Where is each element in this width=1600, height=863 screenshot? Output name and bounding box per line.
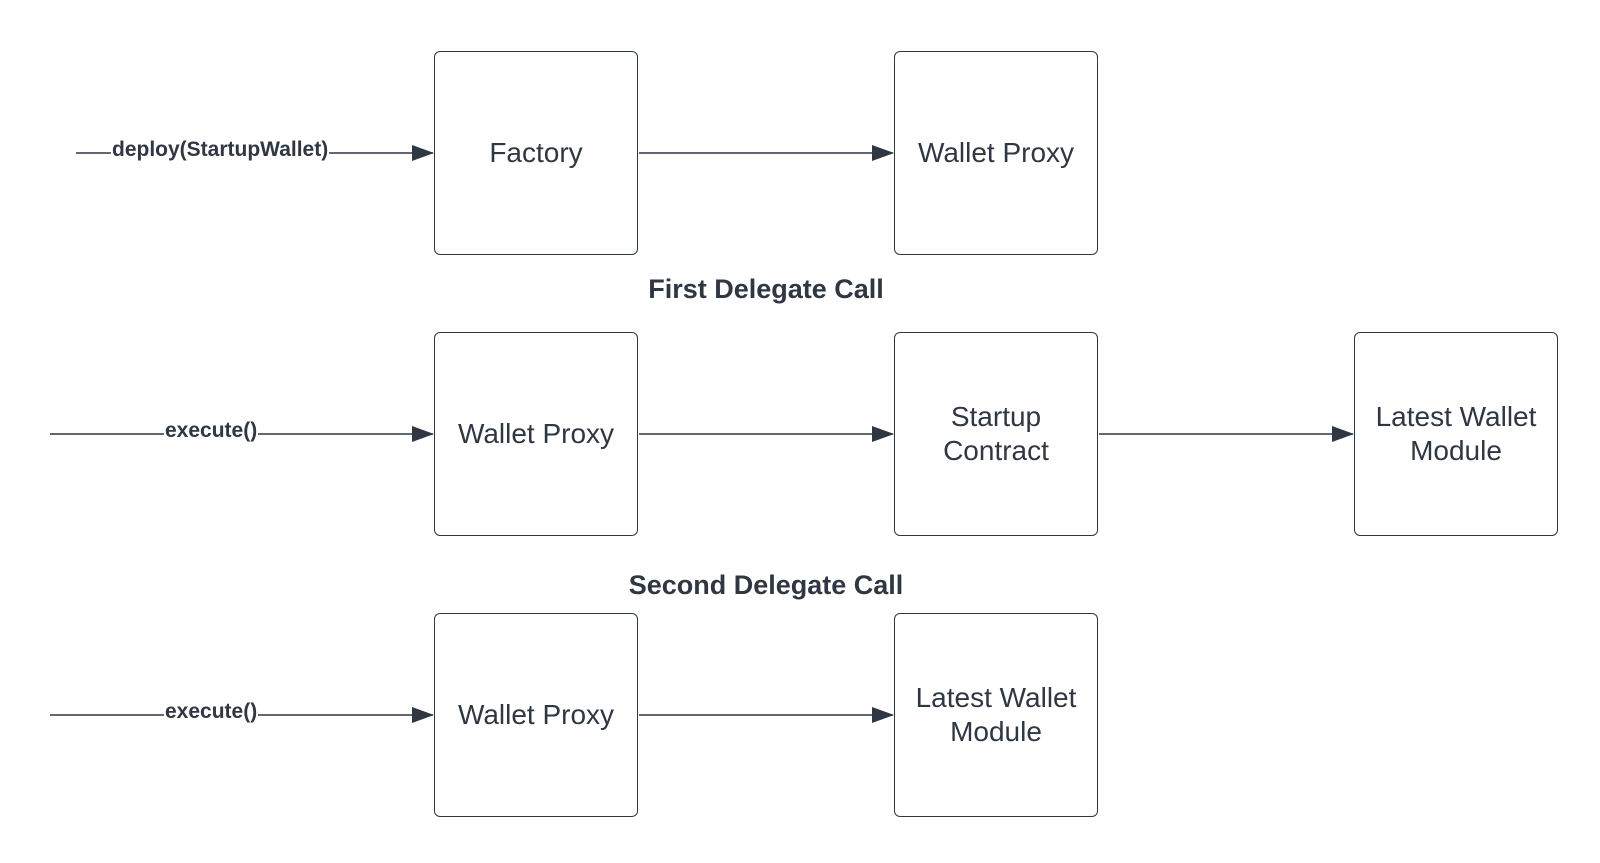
execute-edge-label-row3: execute() [164, 700, 259, 724]
wallet-proxy-box-label: Wallet Proxy [457, 699, 615, 730]
latest-wallet-module-box-label: Latest Wallet Module [915, 682, 1077, 747]
wallet-proxy-box-label: Wallet Proxy [457, 418, 615, 449]
first-delegate-call-heading: First Delegate Call [648, 274, 884, 304]
latest-wallet-module-box-label: Latest Wallet Module [1375, 401, 1537, 466]
deploy-edge-label: deploy(StartupWallet) [111, 138, 330, 162]
factory-box: Factory [434, 51, 638, 255]
wallet-proxy-box-label: Wallet Proxy [917, 137, 1075, 168]
wallet-proxy-box-row1: Wallet Proxy [894, 51, 1098, 255]
second-delegate-call-heading: Second Delegate Call [628, 570, 904, 600]
startup-contract-box: Startup Contract [894, 332, 1098, 536]
wallet-proxy-box-row2: Wallet Proxy [434, 332, 638, 536]
factory-box-label: Factory [489, 137, 583, 168]
startup-contract-box-label: Startup Contract [943, 401, 1049, 466]
execute-edge-label-row2: execute() [164, 419, 259, 443]
latest-wallet-module-box-row2: Latest Wallet Module [1354, 332, 1558, 536]
wallet-proxy-box-row3: Wallet Proxy [434, 613, 638, 817]
latest-wallet-module-box-row3: Latest Wallet Module [894, 613, 1098, 817]
